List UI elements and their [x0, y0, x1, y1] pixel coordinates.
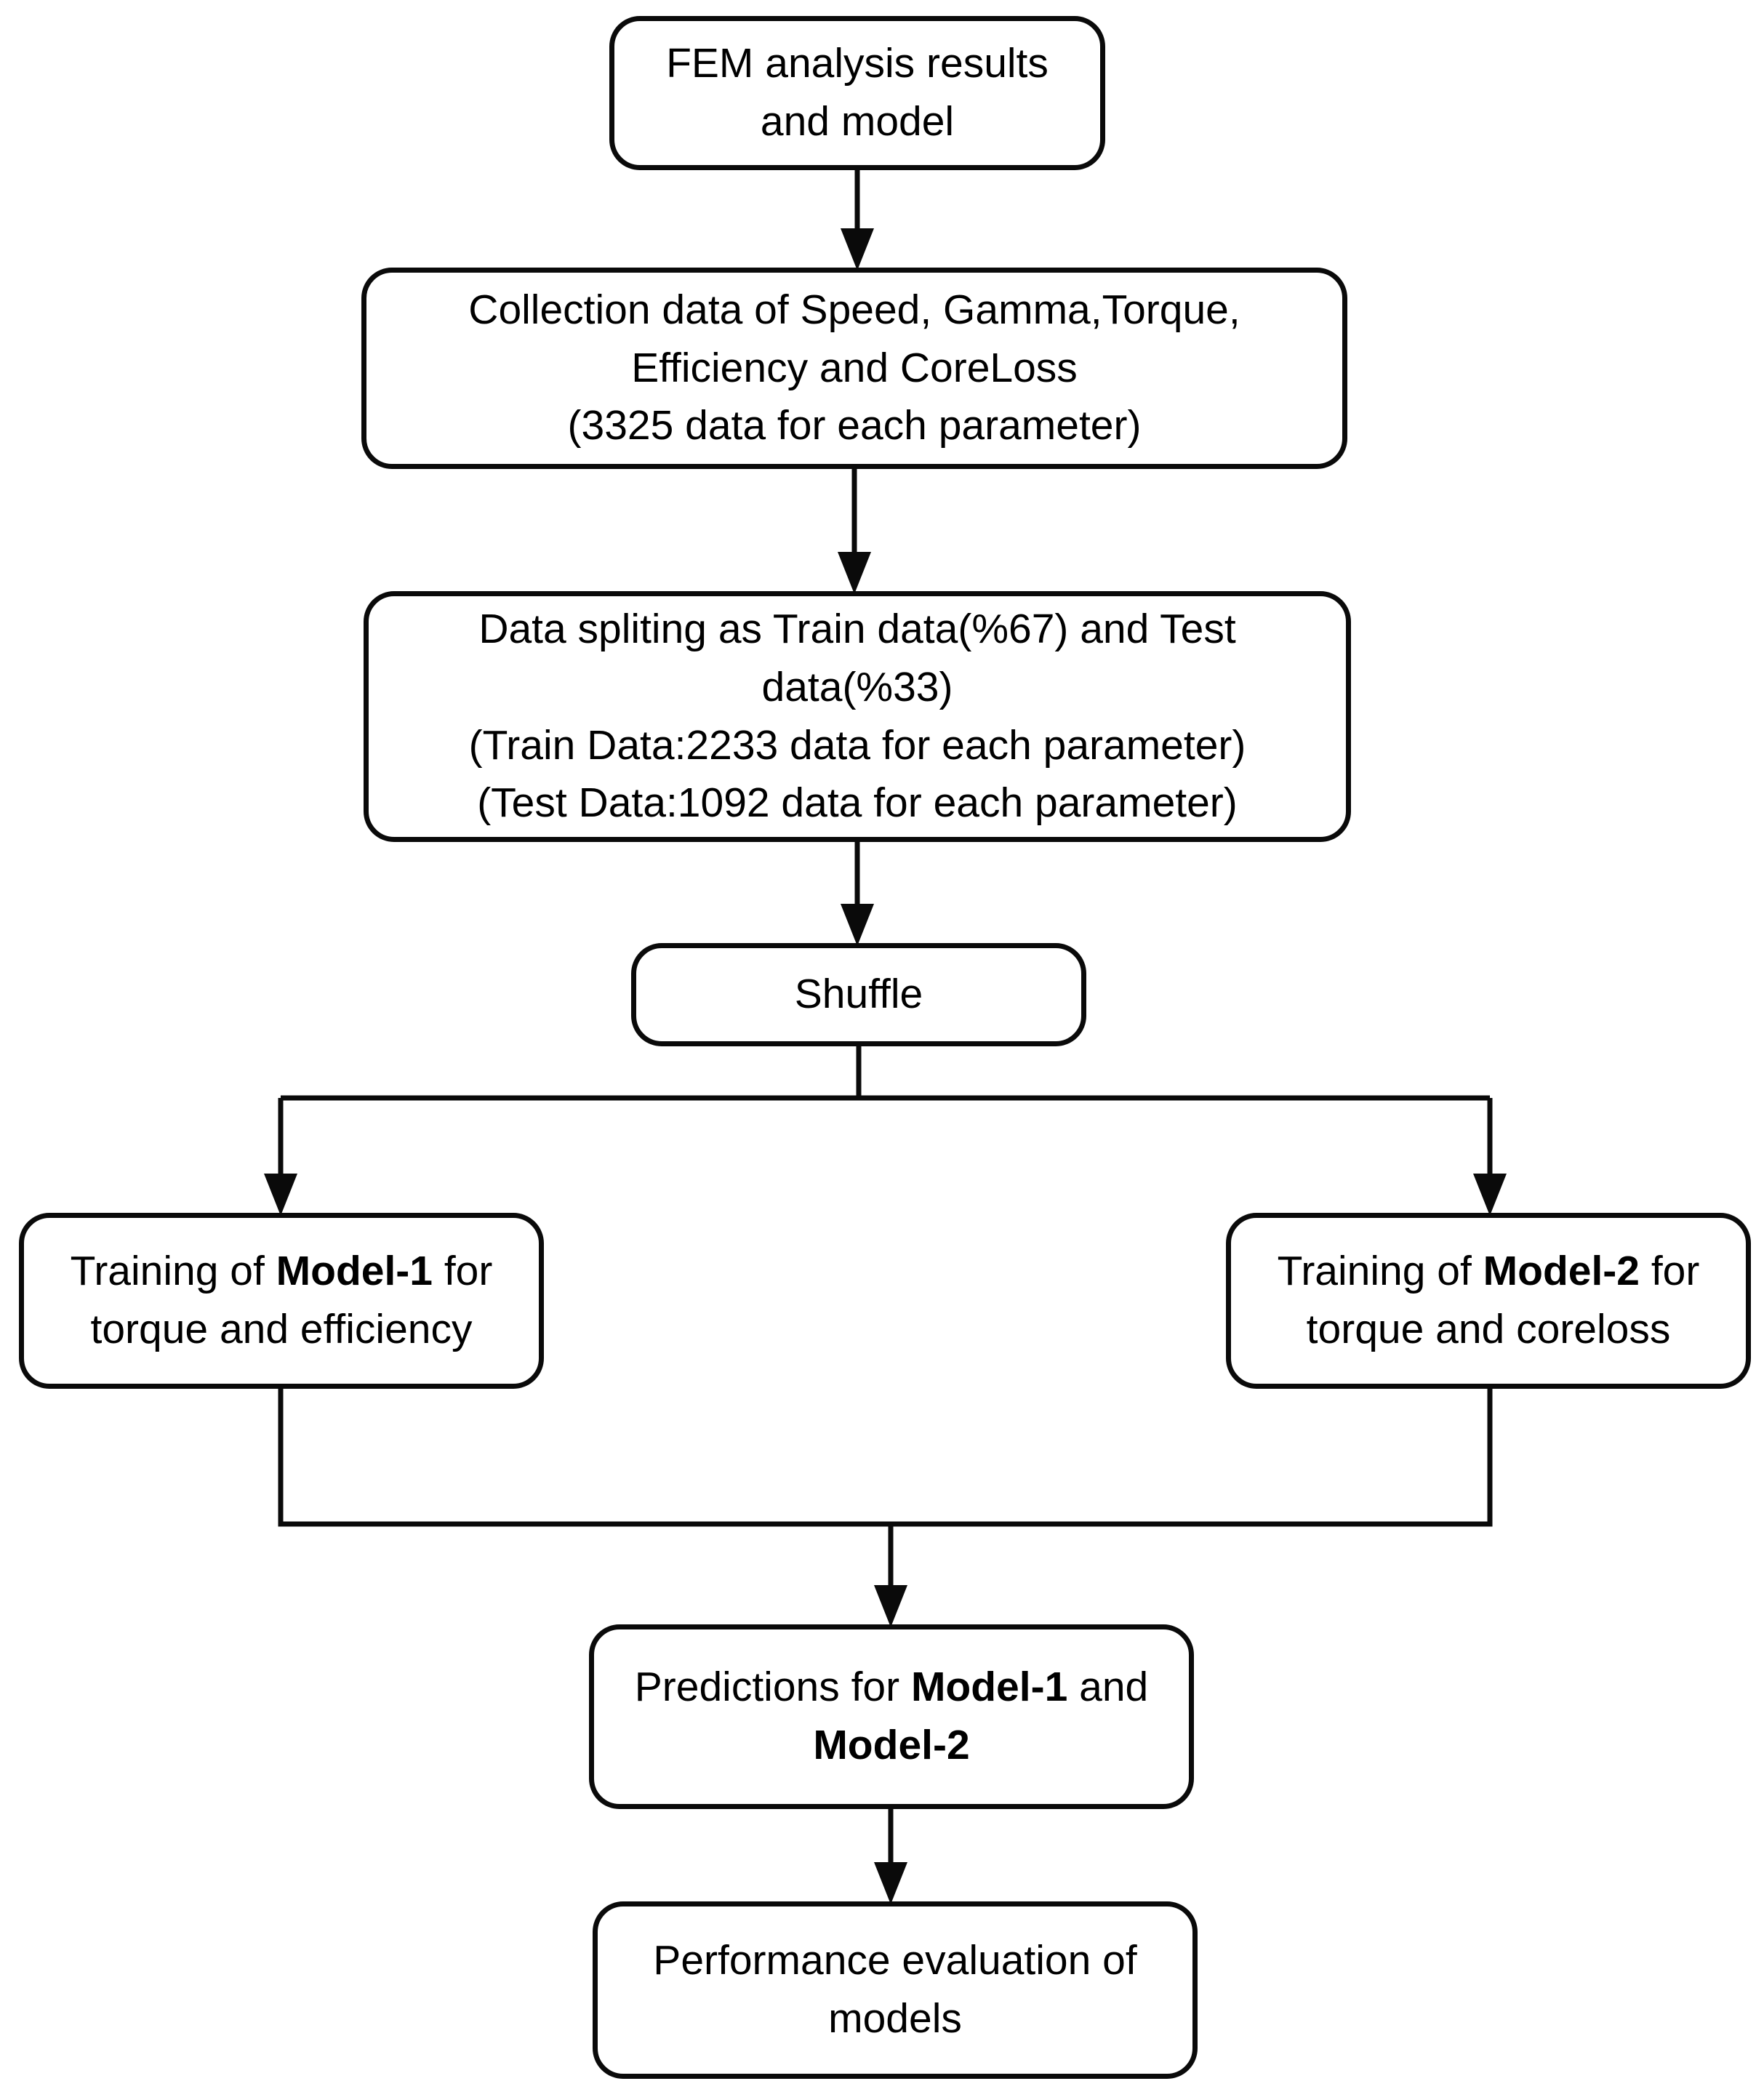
node-split-line2: data(%33): [761, 663, 953, 710]
node-fem-line1: FEM analysis results: [666, 40, 1049, 87]
arrowhead-into-performance: [874, 1862, 907, 1904]
node-model1-line1: Training of Model-1 for: [70, 1248, 493, 1295]
node-model1-line2: torque and efficiency: [90, 1306, 473, 1352]
node-fem-analysis: FEM analysis results and model: [609, 16, 1105, 170]
node-predictions: Predictions for Model-1 and Model-2: [589, 1624, 1194, 1809]
connector-merge: [278, 1387, 1493, 1591]
arrowhead-into-split: [838, 552, 871, 594]
node-training-model-1: Training of Model-1 for torque and effic…: [19, 1213, 544, 1389]
node-collection-line1: Collection data of Speed, Gamma,Torque,: [468, 286, 1240, 333]
arrowhead-into-model2: [1473, 1174, 1507, 1216]
node-data-split: Data spliting as Train data(%67) and Tes…: [364, 591, 1351, 842]
connector-shuffle-branch: [278, 1044, 1493, 1179]
node-training-model-2: Training of Model-2 for torque and corel…: [1226, 1213, 1751, 1389]
arrowhead-into-collection: [841, 228, 874, 270]
node-data-collection: Collection data of Speed, Gamma,Torque, …: [361, 268, 1347, 469]
arrowhead-into-shuffle: [841, 904, 874, 946]
node-model2-line2: torque and coreloss: [1306, 1306, 1671, 1352]
node-collection-line3: (3325 data for each parameter): [567, 402, 1142, 449]
node-split-line3: (Train Data:2233 data for each parameter…: [468, 721, 1246, 769]
node-collection-line2: Efficiency and CoreLoss: [631, 344, 1078, 391]
node-split-line1: Data spliting as Train data(%67) and Tes…: [478, 605, 1236, 652]
node-predictions-line2: Model-2: [813, 1722, 970, 1768]
arrowhead-into-model1: [264, 1174, 297, 1216]
node-predictions-line1: Predictions for Model-1 and: [634, 1664, 1149, 1711]
node-fem-line2: and model: [760, 98, 955, 145]
node-model2-line1: Training of Model-2 for: [1277, 1248, 1700, 1295]
arrowhead-into-predictions: [874, 1585, 907, 1627]
node-shuffle: Shuffle: [631, 943, 1086, 1046]
node-performance-evaluation: Performance evaluation of models: [593, 1901, 1198, 2079]
node-shuffle-label: Shuffle: [794, 971, 923, 1018]
node-split-line4: (Test Data:1092 data for each parameter): [477, 779, 1238, 827]
node-performance-line2: models: [828, 1995, 962, 2042]
node-performance-line1: Performance evaluation of: [653, 1937, 1137, 1984]
